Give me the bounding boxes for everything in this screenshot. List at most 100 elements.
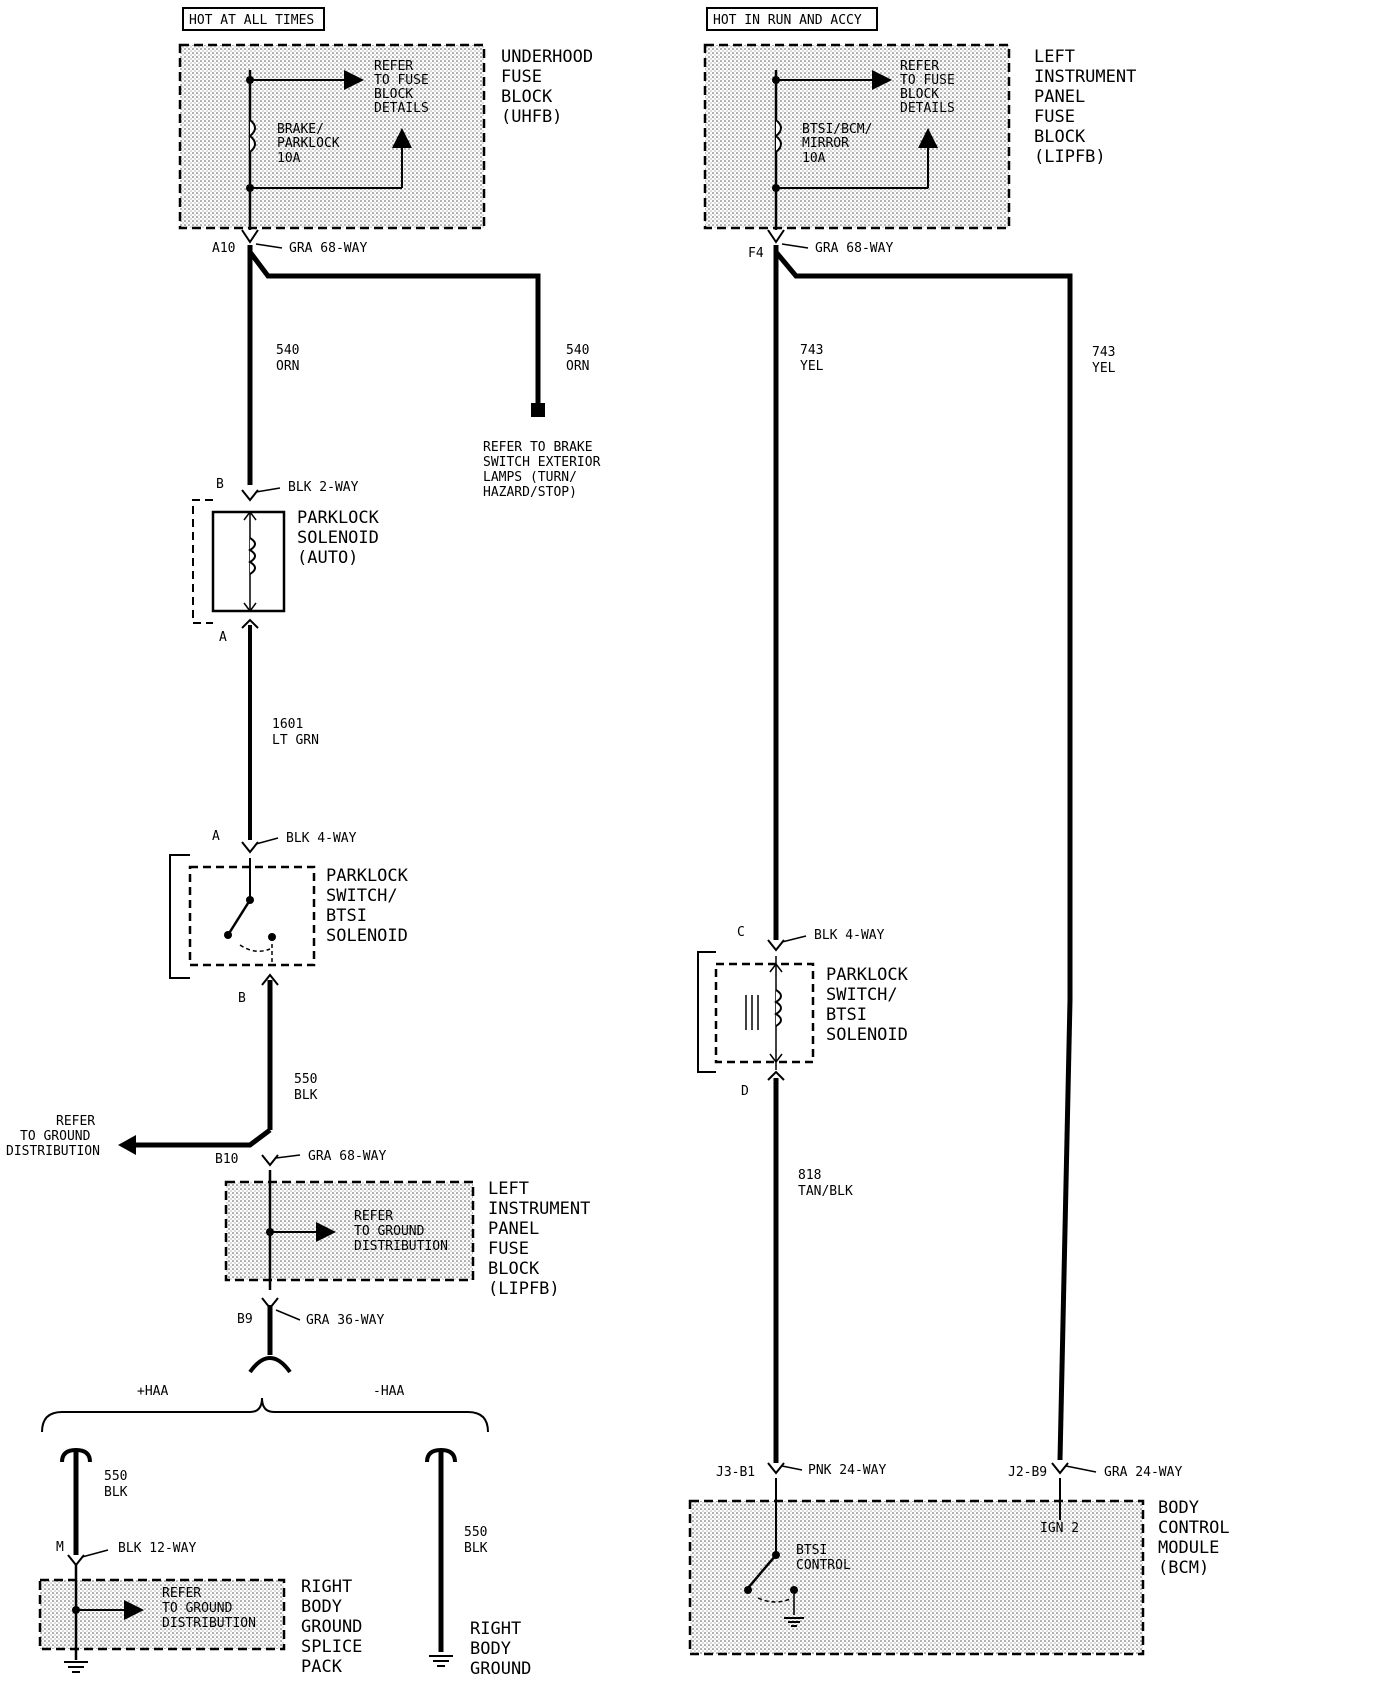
svg-text:REFER: REFER [56,1114,95,1129]
sw-pin-a: A [212,829,220,844]
parklock-solenoid-box [211,510,286,613]
brake-switch-terminal [531,403,545,417]
svg-text:YEL: YEL [1092,361,1116,376]
connector-b10-icon [261,1154,279,1167]
svg-text:BLOCK: BLOCK [900,87,939,102]
svg-text:DISTRIBUTION: DISTRIBUTION [6,1144,100,1159]
svg-text:REFER TO BRAKE: REFER TO BRAKE [483,440,593,455]
brake-switch-refer: REFER TO BRAKE SWITCH EXTERIOR LAMPS (TU… [483,440,601,500]
svg-text:743: 743 [1092,345,1115,360]
svg-text:(AUTO): (AUTO) [297,548,358,568]
wire-743-label-a: 743 YEL [800,343,824,374]
svg-text:INSTRUMENT: INSTRUMENT [488,1199,590,1219]
wire-540-label-b: 540 ORN [566,343,589,374]
connector-b10-desc: GRA 68-WAY [308,1149,386,1164]
fuse-btsi-label: BTSI/BCM/ MIRROR 10A [802,122,872,166]
svg-text:TO FUSE: TO FUSE [900,73,955,88]
bcm-btsi-switch-icon [747,1554,777,1589]
haa-plus-label: +HAA [137,1384,168,1399]
hot-at-all-times-label: HOT AT ALL TIMES [189,13,314,28]
sol-conn: BLK 2-WAY [288,480,359,495]
bcm-ground-icon [784,1617,804,1627]
splice-pack-name: RIGHT BODY GROUND SPLICE PACK [301,1577,362,1677]
connector-b10: B10 [215,1152,238,1167]
sol-pin-a: A [219,630,227,645]
wire-540-label-a: 540 ORN [276,343,299,374]
svg-text:MIRROR: MIRROR [802,136,849,151]
connector-j2: J2-B9 [1008,1465,1047,1480]
svg-text:1601: 1601 [272,717,303,732]
sw-conn: BLK 4-WAY [286,831,357,846]
hot-in-run-box [706,7,878,31]
svg-text:LT GRN: LT GRN [272,733,319,748]
fuse-brake-parklock-label: BRAKE/ PARKLOCK 10A [277,122,340,166]
wire-550-label: 550 BLK [294,1072,318,1103]
wire-550-to-ground [130,1128,272,1148]
lipfb-refer-text: REFER TO FUSE BLOCK DETAILS [900,59,955,116]
svg-text:SPLICE: SPLICE [301,1637,362,1657]
wire-550-label-d: 550 BLK [464,1525,488,1556]
fuse-btsi-icon [774,119,782,153]
svg-text:SWITCH/: SWITCH/ [326,886,398,906]
parklock-switch-name: PARKLOCK SWITCH/ BTSI SOLENOID [326,866,409,946]
solenoid-housing-dashed [192,499,213,624]
wire-743-label-b: 743 YEL [1092,345,1116,376]
lipfb-lower-name: LEFT INSTRUMENT PANEL FUSE BLOCK (LIPFB) [488,1179,590,1299]
svg-text:PANEL: PANEL [488,1219,539,1239]
svg-text:CONTROL: CONTROL [796,1558,851,1573]
wire-818-label: 818 TAN/BLK [798,1168,853,1199]
svg-text:BODY: BODY [470,1639,511,1659]
svg-text:TO GROUND: TO GROUND [354,1224,425,1239]
solenoid-coil-icon [248,537,256,575]
ground-symbol-body-icon [429,1655,453,1667]
lipfb-ground-box [224,1180,475,1282]
connector-m: M [56,1540,64,1555]
svg-text:SWITCH/: SWITCH/ [826,985,898,1005]
svg-text:BLOCK: BLOCK [488,1259,540,1279]
svg-text:PARKLOCK: PARKLOCK [326,866,409,886]
wire-1601-label: 1601 LT GRN [272,717,319,748]
r-sol-pin-d: D [741,1084,749,1099]
svg-text:MODULE: MODULE [1158,1538,1219,1558]
svg-text:550: 550 [104,1469,127,1484]
svg-text:BLOCK: BLOCK [374,87,413,102]
svg-text:LEFT: LEFT [1034,47,1075,67]
right-body-ground-name: RIGHT BODY GROUND [470,1619,531,1679]
connector-a10-icon [241,229,259,244]
bcm-btsi-control: BTSI CONTROL [796,1543,851,1573]
connector-j3-desc: PNK 24-WAY [808,1463,886,1478]
svg-text:540: 540 [566,343,589,358]
svg-text:REFER: REFER [374,59,413,74]
svg-text:RIGHT: RIGHT [470,1619,521,1639]
ground-distribution-refer: REFER TO GROUND DISTRIBUTION [6,1114,100,1159]
svg-text:REFER: REFER [354,1209,393,1224]
svg-text:FUSE: FUSE [1034,107,1075,127]
svg-text:SOLENOID: SOLENOID [326,926,408,946]
r-sol-conn: BLK 4-WAY [814,928,885,943]
svg-text:PANEL: PANEL [1034,87,1085,107]
svg-text:FUSE: FUSE [501,67,542,87]
r-sol-pin-c: C [737,925,745,940]
svg-text:TO FUSE: TO FUSE [374,73,429,88]
haa-minus-label: -HAA [373,1384,404,1399]
svg-text:PARKLOCK: PARKLOCK [826,965,909,985]
connector-b9: B9 [237,1312,253,1327]
svg-text:SOLENOID: SOLENOID [826,1025,908,1045]
connector-m-desc: BLK 12-WAY [118,1541,196,1556]
fuse-brake-parklock-icon [248,119,256,153]
hot-in-run-label: HOT IN RUN AND ACCY [713,13,862,28]
svg-text:LEFT: LEFT [488,1179,529,1199]
uhfb-name: UNDERHOOD FUSE BLOCK (UHFB) [501,47,593,127]
r-parklock-switch-name: PARKLOCK SWITCH/ BTSI SOLENOID [826,965,909,1045]
svg-text:540: 540 [276,343,299,358]
switch-housing [169,854,190,979]
sol-pin-b: B [216,477,224,492]
svg-text:BODY: BODY [1158,1498,1199,1518]
svg-text:TO GROUND: TO GROUND [20,1129,91,1144]
bcm-box [688,1499,1145,1656]
splice-pack-box [38,1578,286,1651]
svg-text:743: 743 [800,343,823,358]
svg-text:BRAKE/: BRAKE/ [277,122,324,137]
svg-text:550: 550 [464,1525,487,1540]
